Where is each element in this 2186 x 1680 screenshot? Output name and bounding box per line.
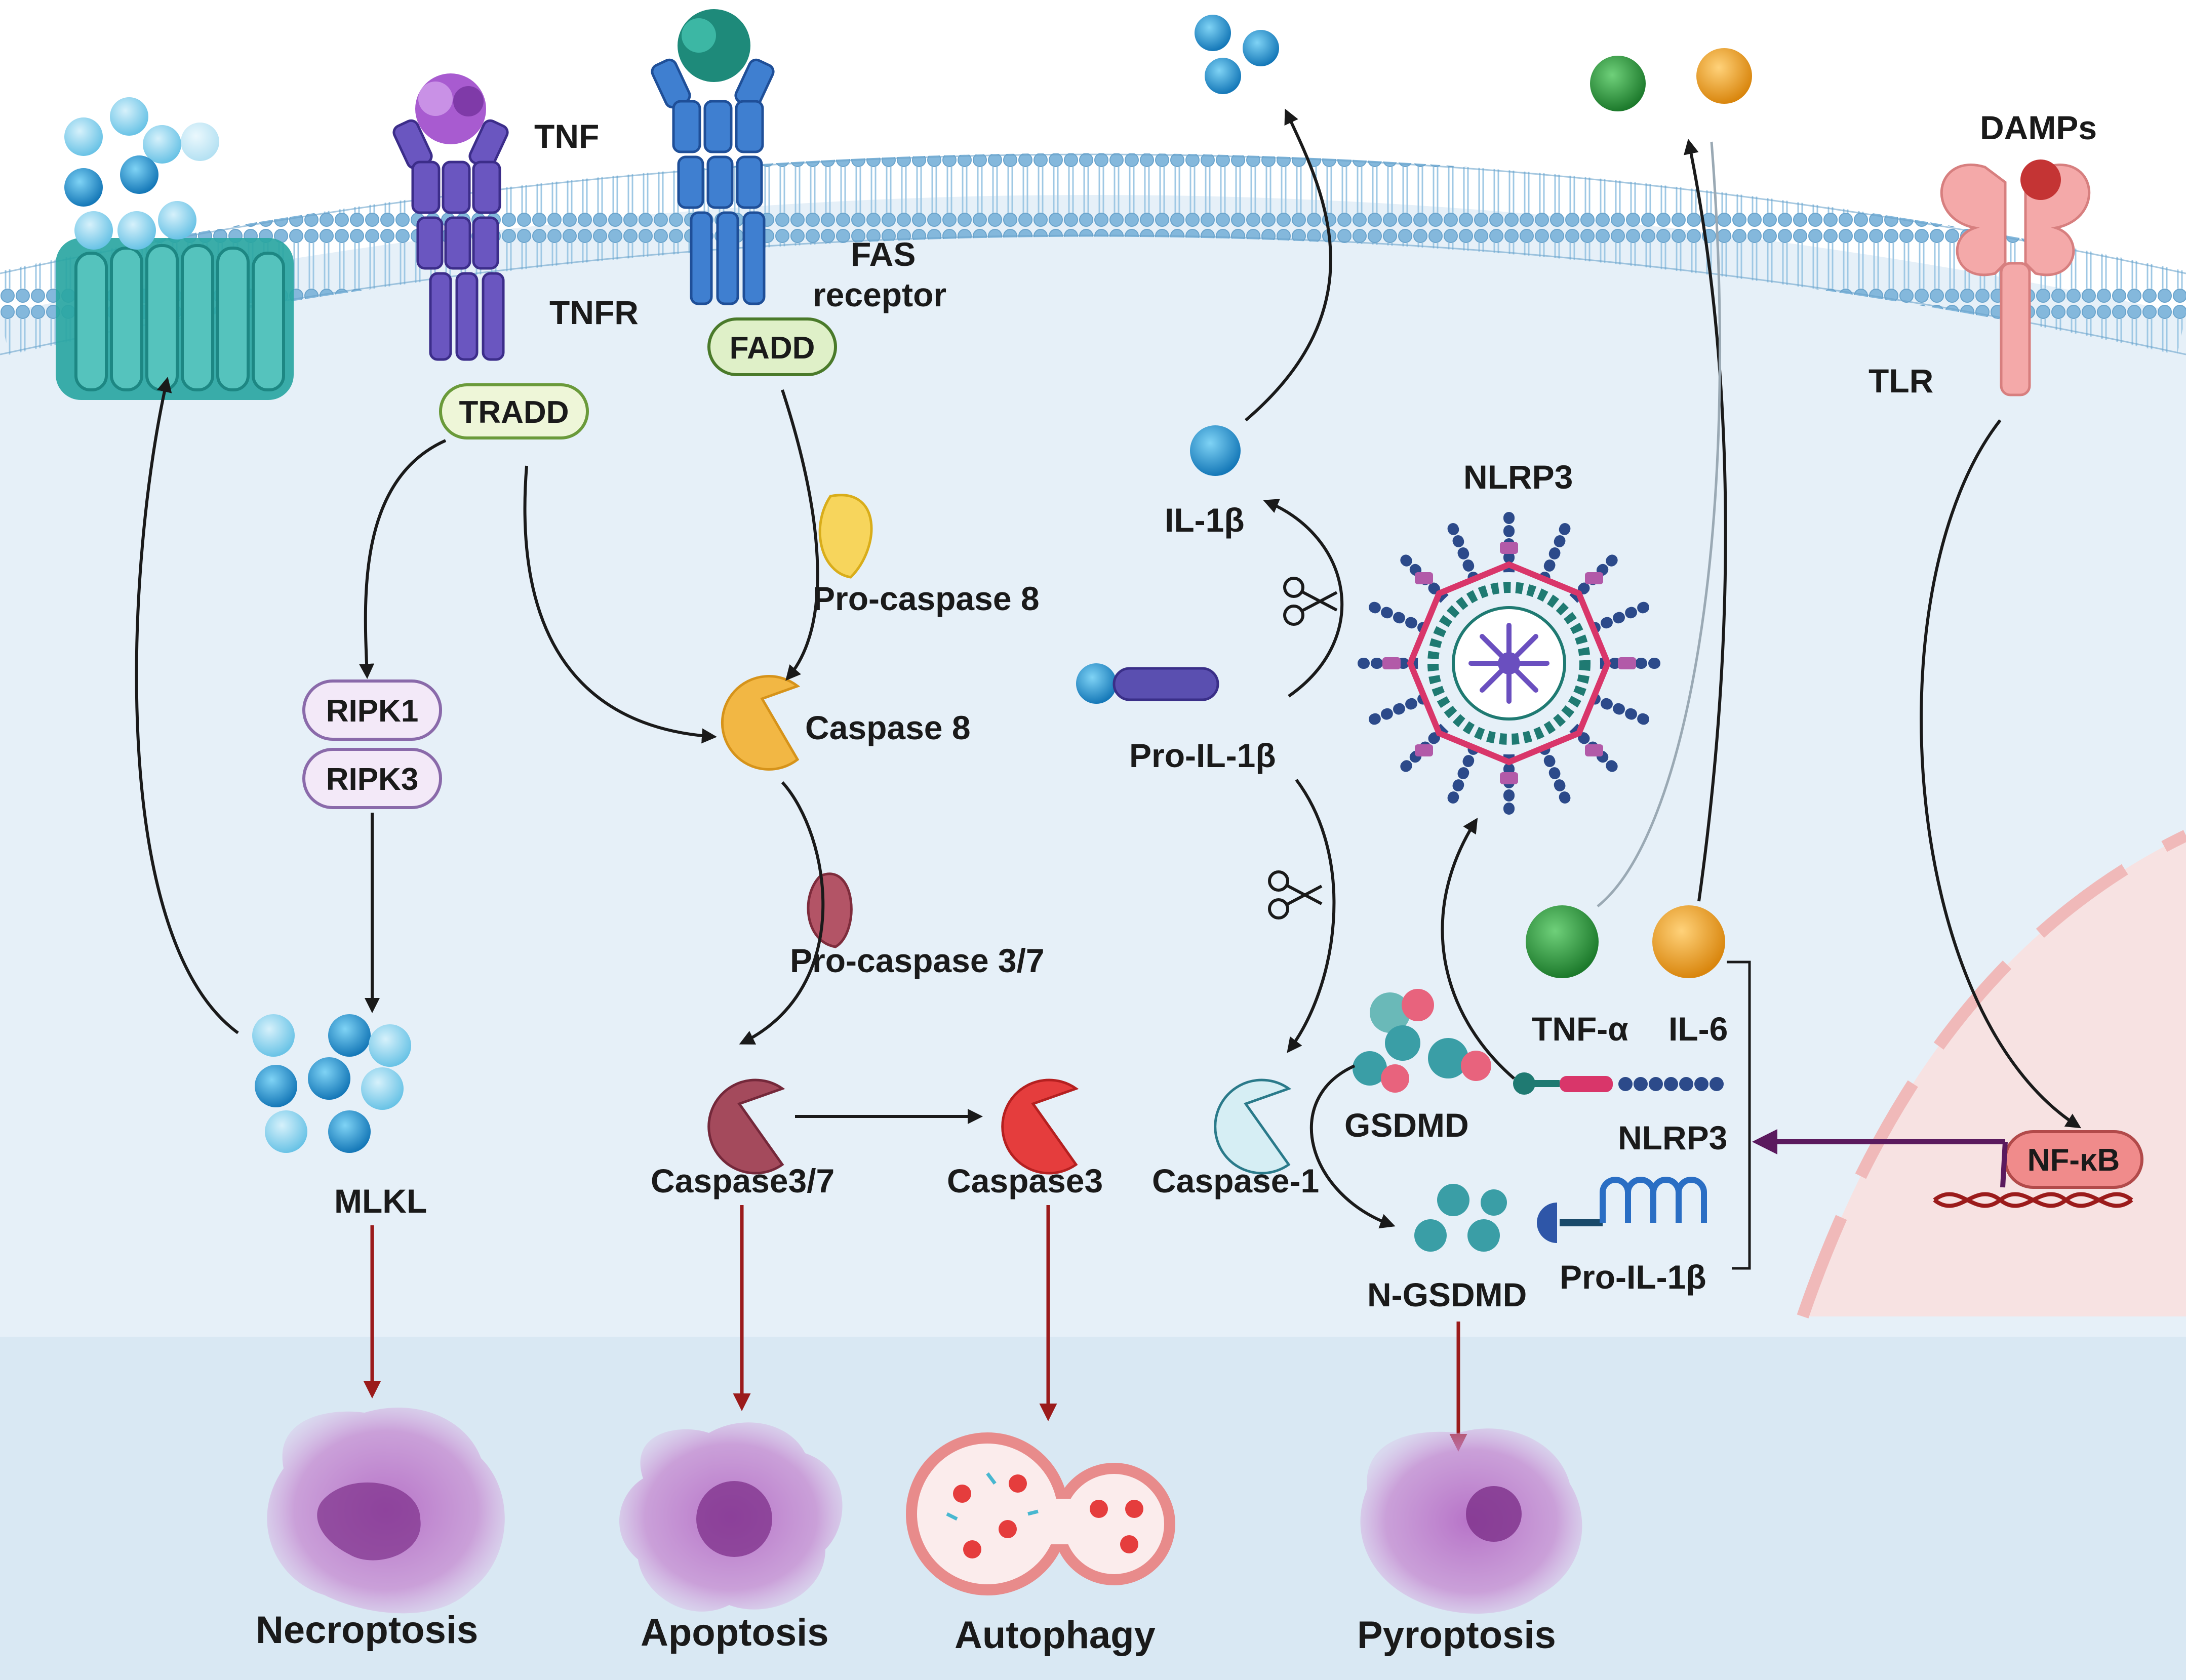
fas-receptor-label-line2: receptor — [813, 276, 946, 313]
mlkl-pore-channel — [56, 238, 294, 400]
nlrp3-inflammasome-icon — [1352, 506, 1666, 821]
caspase1-label: Caspase-1 — [1152, 1162, 1319, 1199]
il1b-label: IL-1β — [1165, 501, 1245, 539]
caspase37-label: Caspase3/7 — [651, 1162, 834, 1199]
arrow-caspase1-to-n-gsdmd — [1309, 1064, 1396, 1229]
pro-il1b-top-label: Pro-IL-1β — [1129, 737, 1276, 774]
gsdmd-label: GSDMD — [1344, 1106, 1469, 1144]
fas-receptor-icon — [651, 58, 775, 305]
pro-caspase37-label: Pro-caspase 3/7 — [790, 942, 1045, 979]
scissors-icon-top — [1283, 577, 1338, 626]
arrow-il1b-release — [1245, 108, 1332, 422]
arrow-nlrp3-to-inflammasome — [1441, 817, 1515, 1080]
caspase8-icon — [721, 675, 801, 771]
apoptosis-label: Apoptosis — [641, 1611, 829, 1654]
caspase1-icon — [1214, 1078, 1292, 1175]
necroptosis-cell-icon — [267, 1408, 505, 1614]
autophagy-label: Autophagy — [955, 1614, 1156, 1657]
mlkl-oligomer-icon — [252, 1014, 411, 1153]
pro-caspase8-icon — [818, 494, 873, 579]
pro-il1b-icon — [1076, 663, 1219, 704]
arrow-il6-release — [1684, 139, 1727, 902]
pro-caspase8-label: Pro-caspase 8 — [813, 580, 1040, 617]
nlrp3-protein-icon — [1513, 1072, 1724, 1095]
arrow-tlr-to-nfkb — [1920, 419, 2082, 1129]
pyroptosis-label: Pyroptosis — [1357, 1614, 1556, 1657]
cell-membrane — [0, 153, 2186, 355]
n-gsdmd-icon — [1414, 1184, 1507, 1252]
bracket-il6-to-pro-il1b — [1727, 961, 1751, 1270]
arrow-nfkb-to-dna — [2000, 1141, 2008, 1188]
released-il1b-molecules — [1195, 15, 1279, 94]
pro-il1b-gene-product-icon — [1537, 1177, 1707, 1243]
outcome-arrows — [363, 1205, 1467, 1452]
il6-icon — [1652, 905, 1725, 978]
pro-il1b-bottom-label: Pro-IL-1β — [1560, 1258, 1706, 1296]
damps-label: DAMPs — [1980, 109, 2097, 146]
cytoplasm — [0, 195, 2186, 1680]
tnf-alpha-label: TNF-α — [1532, 1010, 1628, 1048]
arrow-tradd-to-caspase8 — [523, 465, 717, 744]
tradd-label: TRADD — [459, 395, 569, 430]
ripk3-label: RIPK3 — [326, 762, 419, 797]
fas-ligand-icon — [678, 9, 750, 82]
caspase8-label: Caspase 8 — [805, 709, 971, 746]
pyroptosis-cell-icon — [1360, 1428, 1582, 1614]
apoptosis-cell-icon — [619, 1422, 843, 1612]
tnf-alpha-icon — [1526, 905, 1599, 978]
arrow-pro-il1b-to-caspase1 — [1287, 779, 1336, 1053]
arrow-tnf-alpha-release — [1597, 141, 1721, 907]
nlrp3-mid-label: NLRP3 — [1618, 1119, 1727, 1156]
arrow-tradd-to-ripk1 — [359, 439, 447, 679]
nuclear-envelope — [1797, 830, 2186, 1318]
fadd-label: FADD — [730, 331, 815, 366]
necroptosis-label: Necroptosis — [256, 1609, 478, 1652]
caspase3-label: Caspase3 — [947, 1162, 1103, 1199]
scissors-icon-bottom — [1268, 870, 1323, 919]
tnfr-label: TNFR — [549, 294, 639, 331]
il6-label: IL-6 — [1668, 1010, 1728, 1048]
released-molecules-top-left — [64, 97, 219, 250]
tradd-pill — [439, 383, 589, 439]
caspase3-icon — [1001, 1078, 1079, 1175]
pathway-arrows — [135, 108, 2082, 1270]
arrow-caspase8-to-caspase37 — [739, 781, 825, 1045]
nfkb-label: NF-κB — [2028, 1143, 2120, 1178]
il1b-icon — [1190, 425, 1241, 476]
caspase37-icon — [707, 1078, 785, 1175]
arrow-pro-il1b-to-il1b — [1263, 499, 1344, 698]
dna-helix-icon — [1933, 1192, 2133, 1208]
tlr-label: TLR — [1869, 362, 1933, 399]
nlrp3-top-label: NLRP3 — [1463, 458, 1573, 496]
fadd-pill — [707, 317, 837, 376]
tnfr-receptor-icon — [392, 119, 509, 361]
cell-membrane-outline-inner — [0, 234, 2186, 355]
autophagy-cell-icon — [906, 1432, 1175, 1595]
fas-receptor-label-line1: FAS — [851, 235, 916, 273]
mlkl-label: MLKL — [334, 1182, 427, 1220]
released-tnf-alpha-icon — [1590, 56, 1646, 111]
ripk1-pill — [302, 679, 442, 741]
damps-molecule-icon — [2020, 159, 2061, 200]
ripk1-label: RIPK1 — [326, 694, 419, 729]
cell-membrane-outline-outer — [0, 153, 2186, 274]
tnf-label: TNF — [534, 117, 599, 155]
tnf-trimer-icon — [415, 73, 486, 144]
ripk3-pill — [302, 748, 442, 809]
n-gsdmd-label: N-GSDMD — [1367, 1276, 1527, 1313]
released-il6-icon — [1696, 48, 1752, 104]
gsdmd-icon — [1353, 989, 1491, 1093]
arrow-fadd-to-caspase8 — [781, 389, 819, 681]
arrow-mlkl-to-pore — [135, 377, 239, 1034]
pro-caspase37-icon — [807, 872, 853, 948]
